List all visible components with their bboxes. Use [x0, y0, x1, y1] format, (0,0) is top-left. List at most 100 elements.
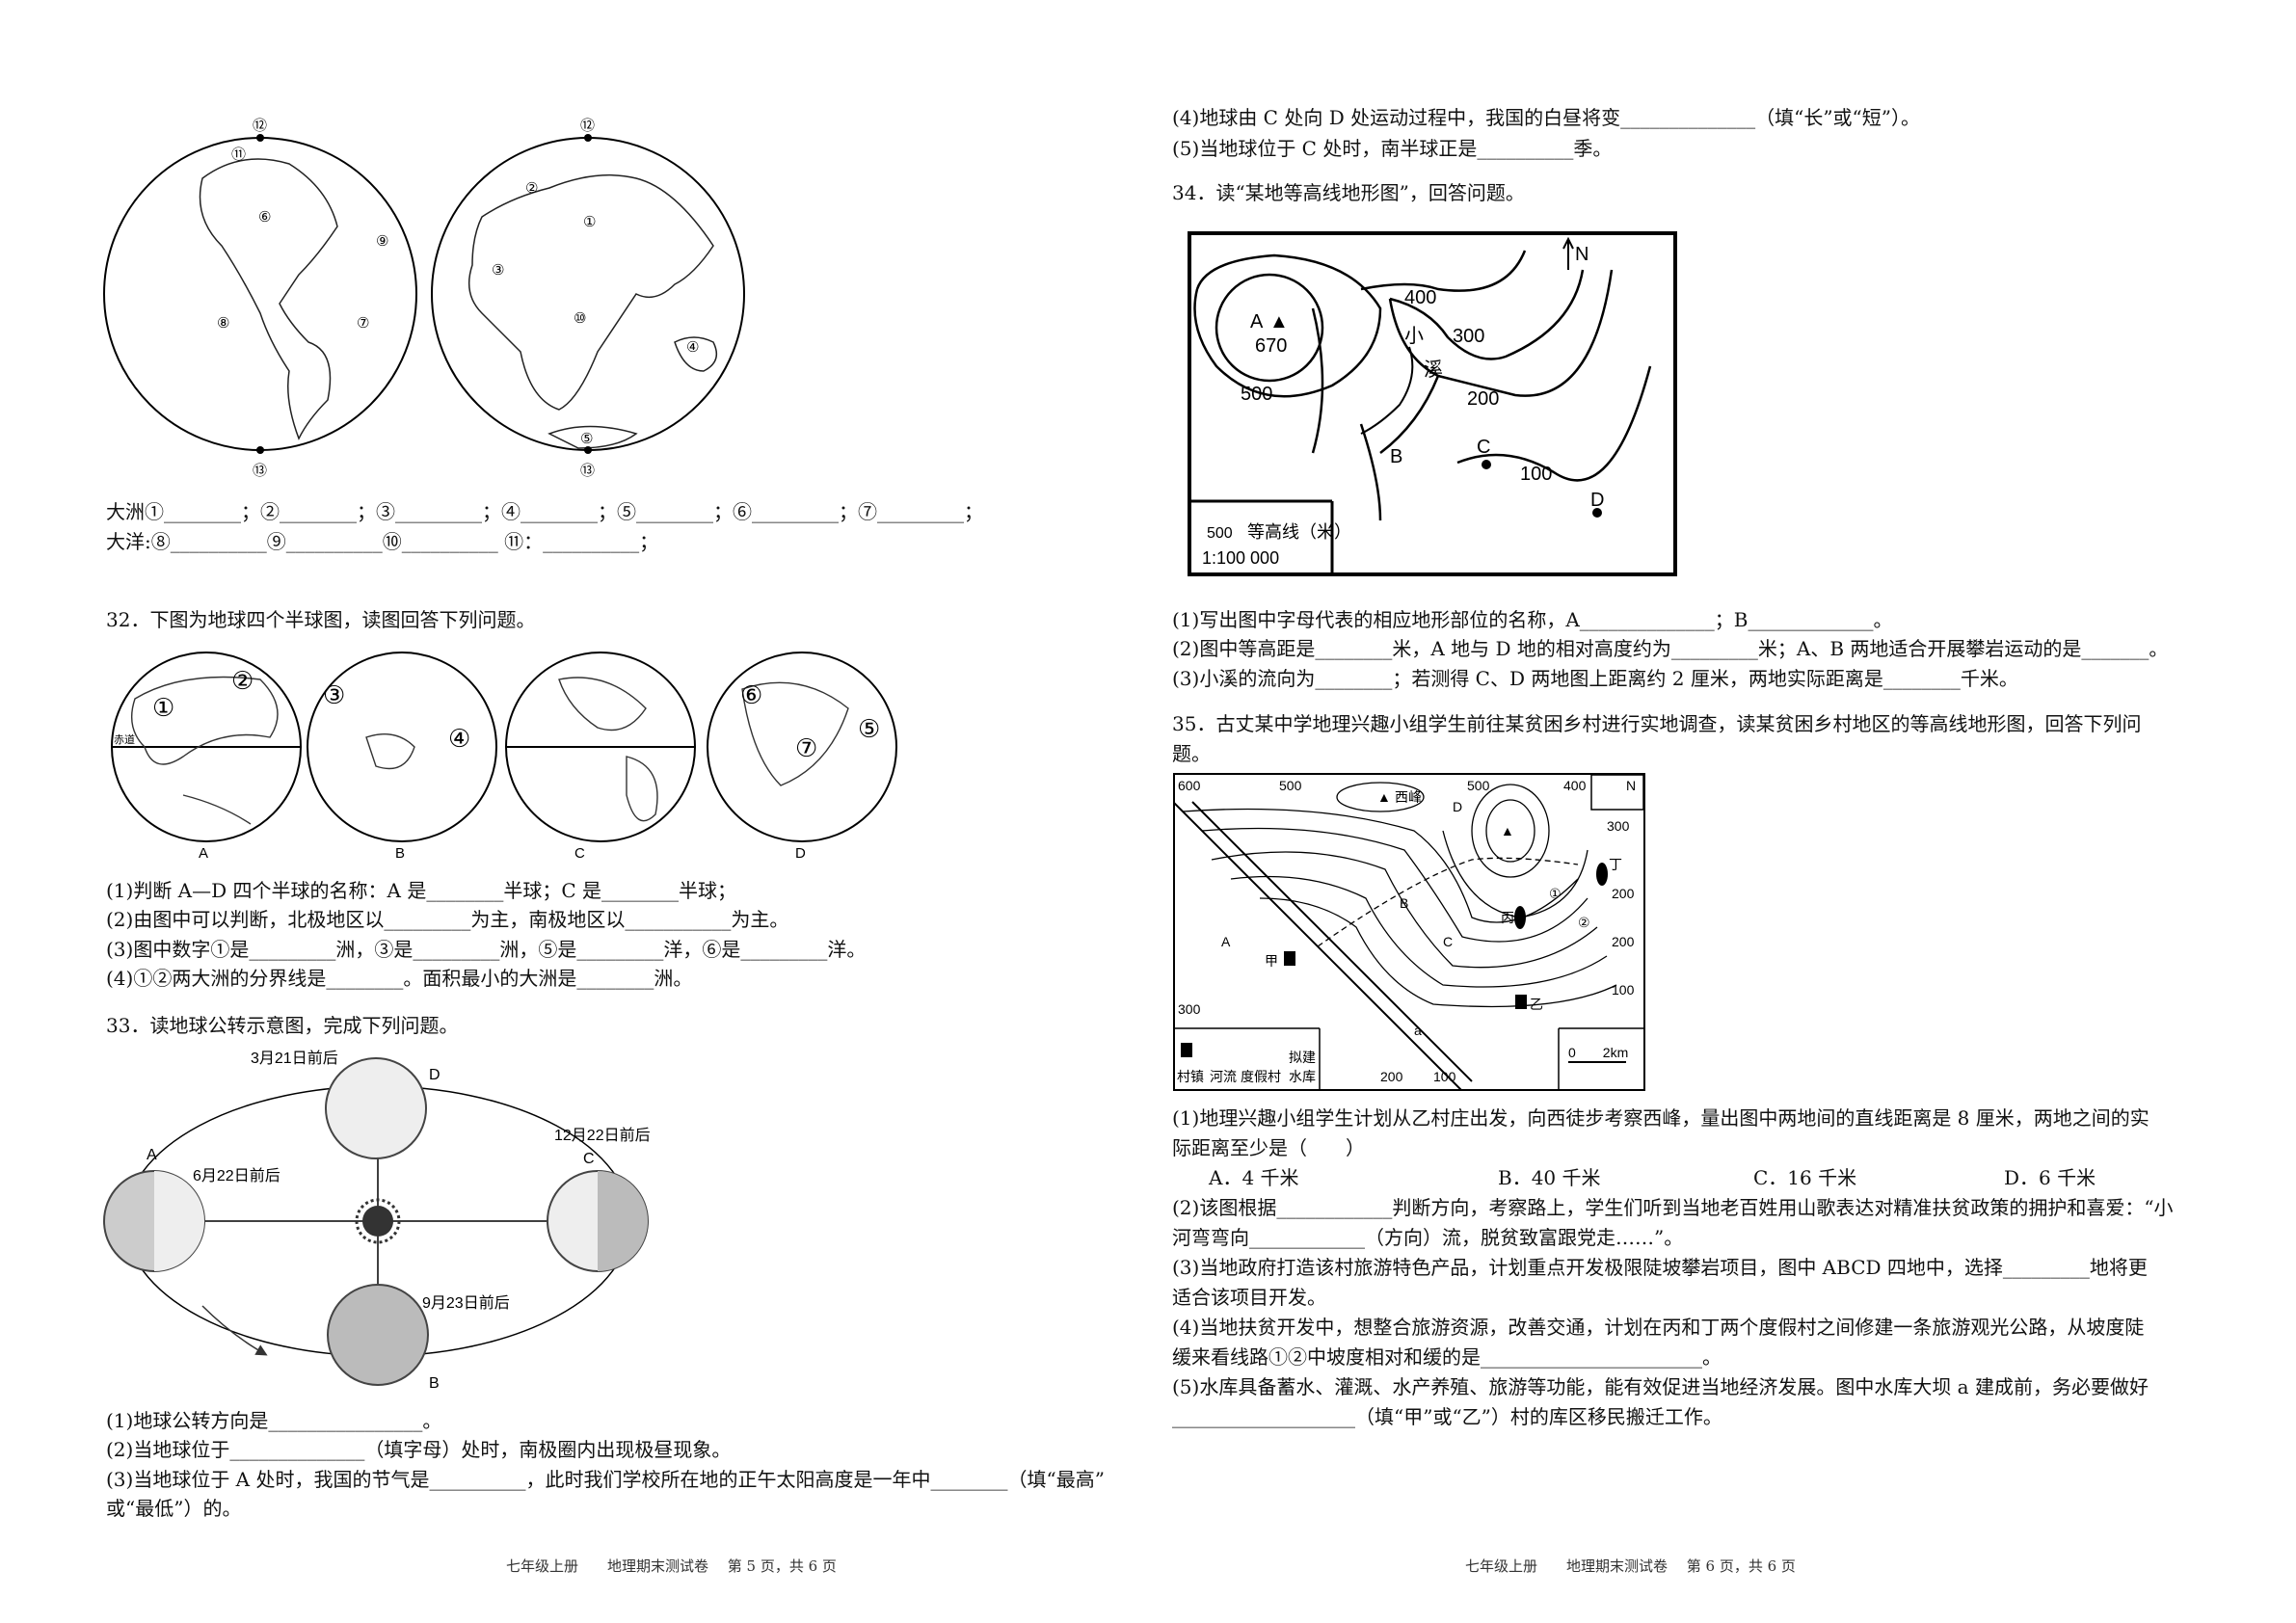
contour-300: 300	[1453, 326, 1484, 347]
q34-line-3: (3)小溪的流向为________；若测得 C、D 两地图上距离约 2 厘米，两…	[1172, 667, 2018, 690]
map-label: ⑤	[580, 431, 593, 447]
figure-label-a: A	[199, 845, 208, 862]
page-footer-left: 七年级上册 地理期末测试卷 第 5 页，共 6 页	[506, 1557, 837, 1575]
date-label-c: 12月22日前后	[554, 1127, 651, 1144]
page-footer-right: 七年级上册 地理期末测试卷 第 6 页，共 6 页	[1465, 1557, 1796, 1575]
contour-200: 200	[1467, 388, 1499, 410]
q35-title-2: 题。	[1172, 742, 1211, 765]
map-label: ⑬	[580, 463, 595, 479]
route-1: ①	[1549, 886, 1562, 901]
contour-500: 500	[1241, 384, 1272, 405]
map-label: ④	[686, 339, 699, 356]
earth-revolution-diagram: 3月21日前后 6月22日前后 12月22日前后 9月23日前后 A B C D	[103, 1050, 651, 1392]
option-a[interactable]: A．4 千米	[1209, 1166, 1299, 1189]
map-label: ⑪	[231, 146, 246, 163]
option-b[interactable]: B．40 千米	[1498, 1166, 1601, 1189]
contour-label: 100	[1433, 1069, 1456, 1084]
place-yi: 乙	[1530, 997, 1543, 1012]
map-label: ⑧	[217, 315, 229, 332]
world-hemispheres-map: ⑫ ⑪ ⑥ ⑨ ⑧ ⑦ ⑬ ⑫ ② ① ③ ⑩ ④ ⑤ ⑬	[103, 118, 745, 479]
point-d: D	[1453, 799, 1462, 814]
q35-line-8: 缓来看线路①②中坡度相对和缓的是_______________________。	[1172, 1345, 1722, 1369]
place-jia: 甲	[1265, 953, 1278, 969]
north-arrow-label: N	[1575, 244, 1589, 265]
q34-title: 34．读“某地等高线地形图”，回答问题。	[1172, 181, 1525, 204]
hemisphere-number: ①	[152, 693, 174, 722]
q35-title-1: 35．古丈某中学地理兴趣小组学生前往某贫困乡村进行实地调查，读某贫困乡村地区的等…	[1172, 712, 2142, 735]
stream-label: 溪	[1424, 359, 1443, 381]
q32-line-4: (4)①②两大洲的分界线是________。面积最小的大洲是________洲。	[106, 967, 693, 990]
map-label: ⑫	[253, 118, 267, 134]
contour-100: 100	[1520, 464, 1552, 485]
point-c: C	[1477, 437, 1490, 458]
place-ding: 丁	[1609, 857, 1622, 872]
q33-line-5: (4)地球由 C 处向 D 处运动过程中，我国的白昼将变____________…	[1172, 106, 1920, 129]
peak-icon: ▲	[1501, 823, 1514, 838]
point-a: A	[1250, 311, 1264, 333]
q35-line-3: (2)该图根据____________判断方向，考察路上，学生们听到当地老百姓用…	[1172, 1196, 2174, 1219]
point-d: D	[1590, 490, 1604, 511]
map-label: ⑫	[580, 118, 595, 134]
contour-label: 200	[1612, 934, 1635, 949]
contour-label: 600	[1178, 778, 1201, 793]
figure-label-b: B	[395, 845, 405, 862]
legend-river: 河流	[1210, 1069, 1237, 1084]
legend-value: 500	[1207, 525, 1233, 542]
figure-label-c: C	[574, 845, 585, 862]
poverty-village-contour-map: 600 500 500 400 300 200 100 300 200 100 …	[1173, 773, 1645, 1091]
q33-line-1: (1)地球公转方向是________________。	[106, 1409, 442, 1432]
legend-resort: 度假村	[1241, 1069, 1281, 1084]
hemisphere-number: ③	[323, 680, 345, 709]
option-d[interactable]: D．6 千米	[2004, 1166, 2096, 1189]
q32-line-1: (1)判断 A—D 四个半球的名称：A 是________半球；C 是_____…	[106, 879, 736, 902]
date-label-a: 6月22日前后	[193, 1167, 280, 1184]
q35-line-5: (3)当地政府打造该村旅游特色产品，计划重点开发极限陡坡攀岩项目，图中 ABCD…	[1172, 1256, 2148, 1279]
hemisphere-number: ⑦	[795, 733, 817, 762]
legend-village: 村镇	[1177, 1069, 1204, 1084]
point-b: B	[1390, 446, 1402, 467]
map-label: ⑩	[574, 310, 586, 327]
contour-label: 200	[1612, 886, 1635, 901]
contour-400: 400	[1404, 287, 1436, 308]
contour-label: 300	[1178, 1001, 1201, 1017]
q32-title: 32．下图为地球四个半球图，读图回答下列问题。	[106, 608, 536, 631]
hemisphere-number: ⑤	[858, 714, 880, 743]
contour-label: 200	[1380, 1069, 1403, 1084]
map-label: ⑬	[253, 463, 267, 479]
continents-fill-line: 大洲①________；②________；③_________；④______…	[106, 500, 983, 523]
hemisphere-number: ⑥	[740, 680, 762, 709]
dam-a: a	[1414, 1023, 1422, 1038]
q35-line-1: (1)地理兴趣小组学生计划从乙村庄出发，向西徒步考察西峰，量出图中两地间的直线距…	[1172, 1106, 2149, 1130]
map-label: ②	[525, 180, 538, 197]
contour-label: 100	[1612, 982, 1635, 998]
date-label-b: 9月23日前后	[422, 1294, 510, 1312]
q35-line-4: 河弯弯向____________（方向）流，脱贫致富跟党走……”。	[1172, 1226, 1684, 1249]
contour-label: 400	[1563, 778, 1587, 793]
figure-label-d: D	[795, 845, 806, 862]
contour-label: 500	[1279, 778, 1302, 793]
q34-line-1: (1)写出图中字母代表的相应地形部位的名称，A______________；B_…	[1172, 608, 1893, 631]
map-label: ①	[583, 214, 596, 230]
place-bing: 丙	[1501, 910, 1514, 925]
place-xifeng: 西峰	[1395, 789, 1422, 805]
elevation-670: 670	[1255, 335, 1287, 357]
q32-line-2: (2)由图中可以判断，北极地区以_________为主，南极地区以_______…	[106, 908, 789, 931]
option-c[interactable]: C．16 千米	[1753, 1166, 1857, 1189]
date-label-d: 3月21日前后	[251, 1050, 338, 1067]
q33-line-2: (2)当地球位于______________（填字母）处时，南极圈内出现极昼现象…	[106, 1438, 732, 1461]
contour-label: 300	[1607, 818, 1630, 834]
q35-line-10: ___________________（填“甲”或“乙”）村的库区移民搬迁工作。	[1172, 1405, 1722, 1428]
point-b: B	[1400, 895, 1408, 911]
position-a: A	[147, 1147, 157, 1163]
q34-line-2: (2)图中等高距是________米，A 地与 D 地的相对高度约为______…	[1172, 637, 2169, 660]
oceans-fill-line: 大洋:⑧__________⑨__________⑩__________ ⑪：_…	[106, 530, 659, 553]
position-c: C	[583, 1151, 595, 1167]
point-a: A	[1221, 934, 1231, 949]
map-scale: 0 2km	[1568, 1045, 1628, 1060]
map-label: ⑨	[376, 233, 388, 250]
hemisphere-number: ②	[231, 666, 254, 695]
q33-line-4: 或“最低”）的。	[106, 1497, 242, 1520]
q35-line-2: 际距离至少是（ ）	[1172, 1136, 1365, 1159]
q33-line-3: (3)当地球位于 A 处时，我国的节气是__________，此时我们学校所在地…	[106, 1468, 1105, 1491]
map-label: ⑥	[258, 209, 271, 226]
